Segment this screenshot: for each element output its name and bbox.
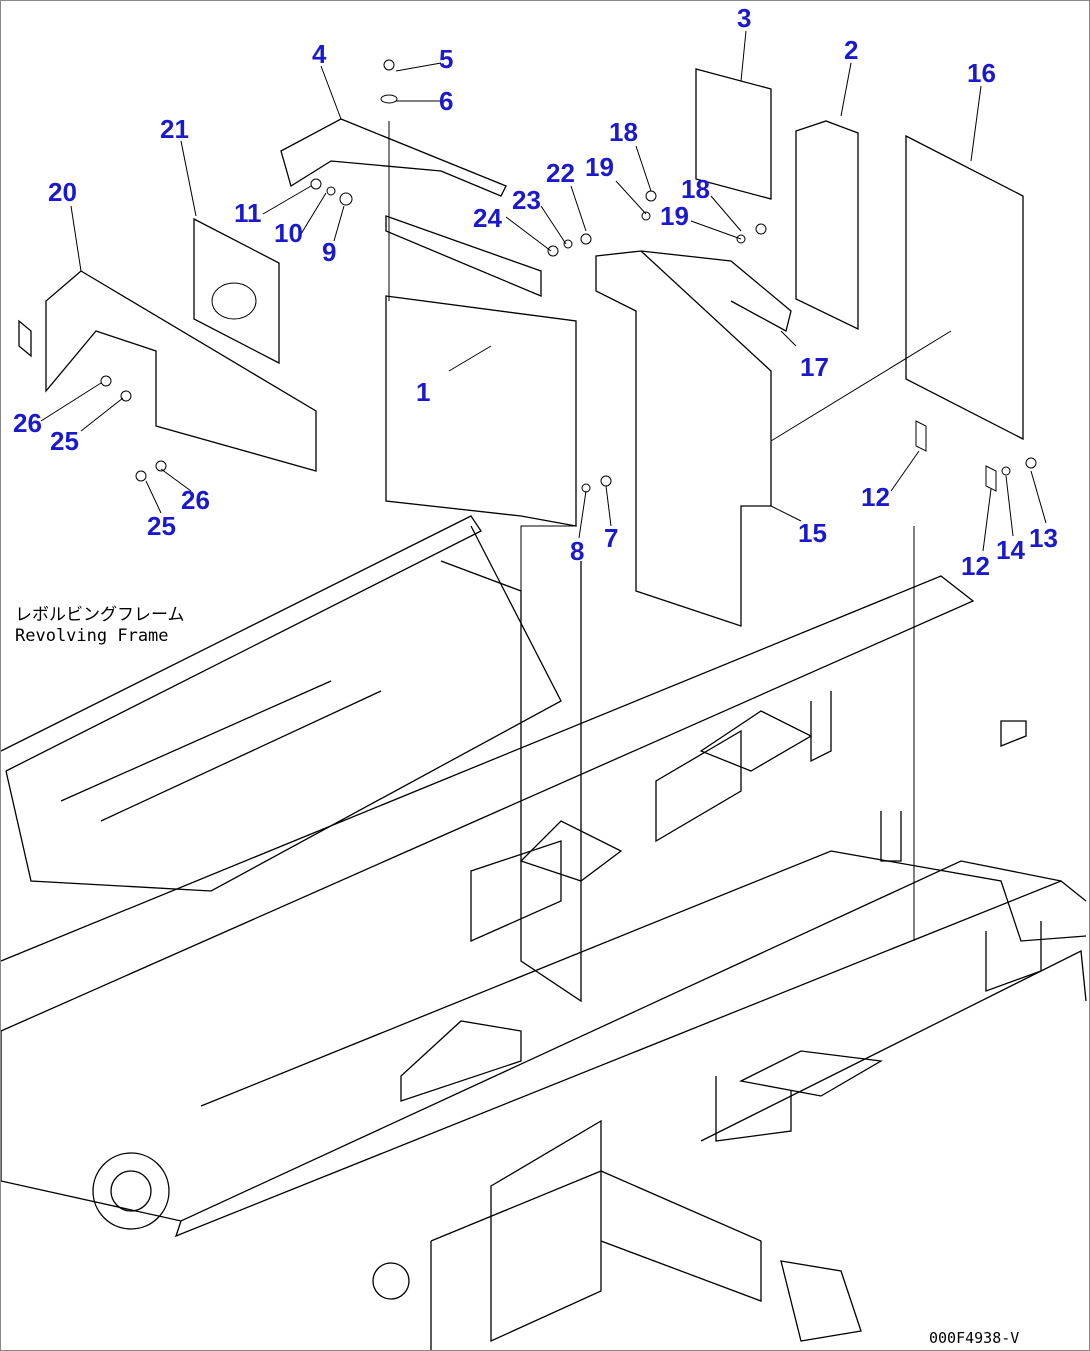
callout-10: 10 — [274, 218, 303, 248]
callout-26b: 26 — [181, 485, 210, 515]
callout-23: 23 — [512, 185, 541, 215]
callout-16: 16 — [967, 58, 996, 88]
callout-18a: 18 — [609, 117, 638, 147]
part-17 — [640, 250, 792, 332]
part-3 — [695, 68, 772, 200]
callout-18b: 18 — [681, 174, 710, 204]
callout-12a: 12 — [861, 482, 890, 512]
part-21 — [193, 217, 280, 365]
callout-24: 24 — [473, 203, 502, 233]
callout-20: 20 — [48, 177, 77, 207]
part-2 — [795, 120, 859, 331]
revolving-frame — [1, 515, 1087, 1350]
part-4 — [280, 118, 507, 197]
part-16 — [905, 134, 1024, 441]
callout-17: 17 — [800, 352, 829, 382]
callout-numbers: 1 2 3 4 5 6 7 8 9 10 11 12 12 13 14 15 1… — [13, 3, 1058, 581]
callout-25a: 25 — [50, 426, 79, 456]
callout-3: 3 — [737, 3, 751, 33]
callout-4: 4 — [312, 39, 327, 69]
callout-22: 22 — [546, 158, 575, 188]
callout-6: 6 — [439, 86, 453, 116]
callout-5: 5 — [439, 44, 453, 74]
callout-11: 11 — [234, 198, 262, 228]
part-15 — [595, 250, 772, 627]
parts — [18, 59, 1037, 627]
leader-lines — [40, 30, 1047, 961]
part-20 — [45, 270, 317, 472]
callout-21: 21 — [160, 114, 189, 144]
callout-7: 7 — [604, 523, 618, 553]
callout-14: 14 — [996, 535, 1025, 565]
callout-13: 13 — [1029, 523, 1058, 553]
drawing-code: 000F4938-V — [929, 1329, 1019, 1347]
callout-9: 9 — [322, 237, 336, 267]
callout-8: 8 — [570, 536, 584, 566]
callout-15: 15 — [798, 518, 827, 548]
callout-19a: 19 — [585, 152, 614, 182]
part-1 — [385, 295, 577, 527]
callout-26a: 26 — [13, 408, 42, 438]
callout-25b: 25 — [147, 511, 176, 541]
frame-label-english: Revolving Frame — [15, 626, 169, 646]
callout-2: 2 — [844, 35, 858, 65]
callout-19b: 19 — [660, 201, 689, 231]
callout-12b: 12 — [961, 551, 990, 581]
callout-1: 1 — [416, 377, 430, 407]
frame-label-japanese: レボルビングフレーム — [15, 605, 185, 625]
